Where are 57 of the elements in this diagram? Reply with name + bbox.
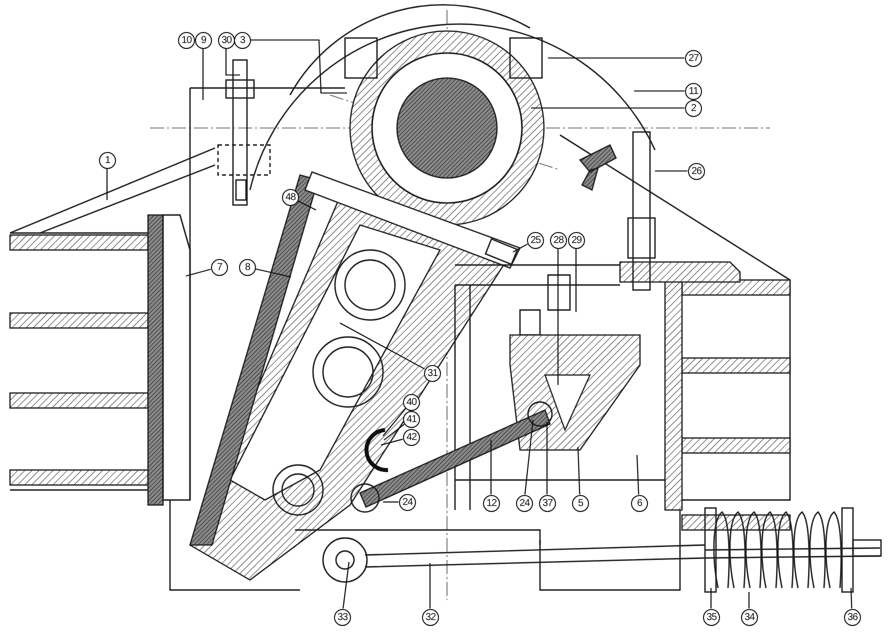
callout-number: 5	[572, 495, 589, 512]
callout-number: 25	[527, 232, 544, 249]
callout-number: 27	[685, 50, 702, 67]
callout-number: 36	[844, 609, 861, 626]
leader-line	[429, 563, 431, 608]
callout-number: 11	[685, 83, 702, 100]
callout-number: 7	[211, 259, 228, 276]
callout-number: 29	[568, 232, 585, 249]
leader-line	[106, 168, 108, 200]
leader-line	[512, 244, 528, 252]
callout-number: 48	[282, 189, 299, 206]
callout-number: 1	[99, 152, 116, 169]
callout-number: 33	[334, 609, 351, 626]
callout-number: 12	[483, 495, 500, 512]
leader-line	[636, 454, 640, 495]
leader-line	[531, 107, 684, 109]
callout-number: 8	[239, 259, 256, 276]
callout-number: 30	[218, 32, 235, 49]
leader-line	[380, 438, 403, 446]
leader-line	[546, 422, 548, 494]
callout-number: 34	[741, 609, 758, 626]
leader-line	[655, 170, 688, 172]
leader-line	[524, 420, 534, 495]
leader-line	[202, 48, 204, 100]
callout-number: 26	[688, 163, 705, 180]
callout-number: 10	[178, 32, 195, 49]
leader-line	[382, 408, 406, 436]
leader-line	[342, 562, 350, 609]
leader-line	[186, 268, 211, 277]
leader-line	[490, 440, 492, 494]
leader-line	[850, 588, 852, 609]
leader-line	[250, 39, 347, 94]
callout-number: 6	[631, 495, 648, 512]
leader-line	[575, 248, 577, 312]
leader-line	[577, 446, 580, 495]
callout-number: 42	[403, 429, 420, 446]
leader-line	[748, 592, 750, 608]
leader-line	[384, 424, 405, 440]
leader-line	[557, 248, 559, 385]
leader-line	[255, 268, 292, 278]
callout-number: 37	[539, 495, 556, 512]
leader-line	[225, 48, 240, 76]
leader-line	[340, 322, 425, 370]
callout-number: 28	[550, 232, 567, 249]
callout-number: 9	[195, 32, 212, 49]
leader-line	[548, 57, 684, 59]
callout-number: 24	[516, 495, 533, 512]
leader-line	[710, 588, 712, 608]
leader-line	[634, 90, 684, 92]
callout-number: 35	[703, 609, 720, 626]
callout-number: 2	[685, 100, 702, 117]
leader-line	[297, 200, 316, 210]
callout-number: 24	[399, 494, 416, 511]
callout-number: 3	[234, 32, 251, 49]
leader-line	[383, 501, 398, 503]
callout-number: 32	[422, 609, 439, 626]
callout-number: 41	[403, 411, 420, 428]
